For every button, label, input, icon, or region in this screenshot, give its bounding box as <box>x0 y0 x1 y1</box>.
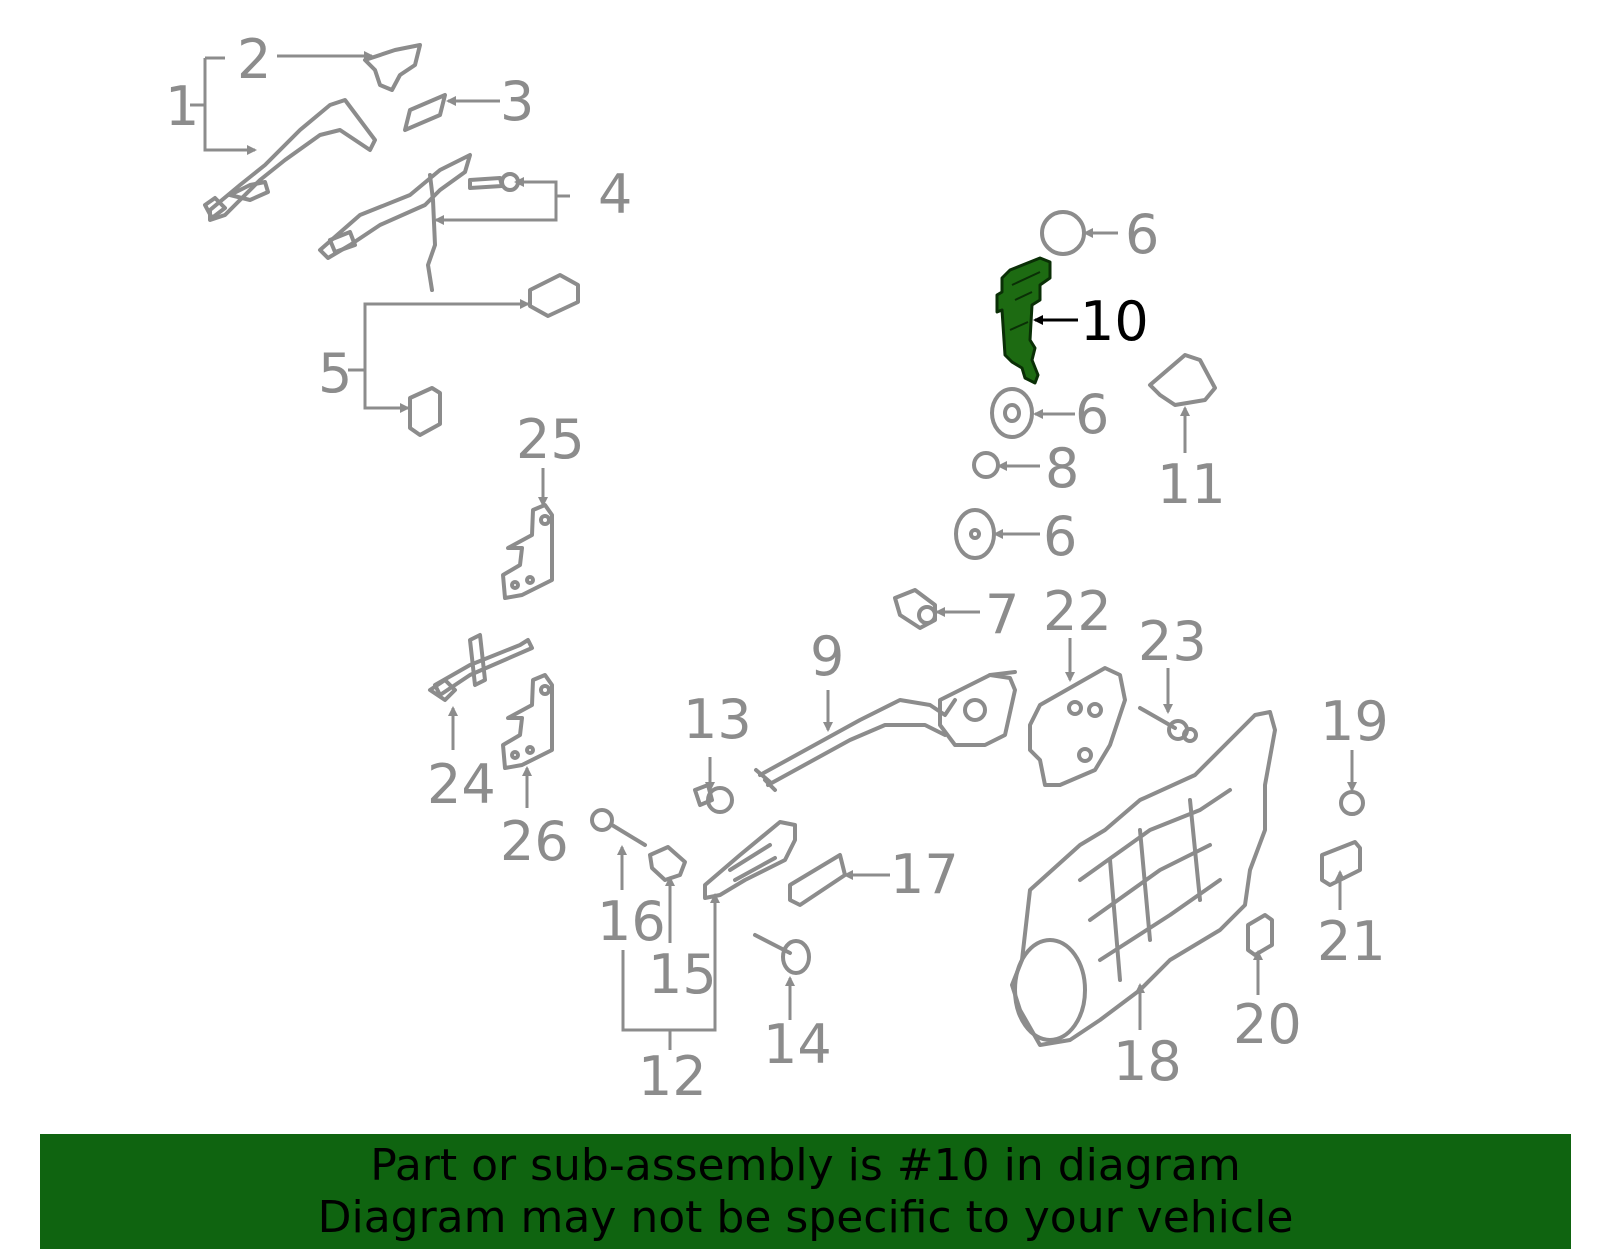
grommet-part-mid <box>990 387 1034 439</box>
callout-22: 22 <box>1043 580 1112 643</box>
actuator-part <box>893 588 937 630</box>
clip-part-13 <box>693 783 734 814</box>
inside-handle-part <box>703 820 797 900</box>
callout-labels: 1 2 3 4 5 6 6 6 7 8 9 10 11 12 13 14 15 … <box>165 28 1389 1108</box>
callout-leaders-hinges <box>448 468 548 808</box>
bracket-part-15 <box>648 845 687 882</box>
latch-part <box>938 670 1017 747</box>
door-module-panel-part <box>1010 710 1277 1047</box>
handle-cap-part <box>363 43 422 92</box>
screw-part-14 <box>753 933 811 975</box>
callout-6-low: 6 <box>1043 505 1077 568</box>
lock-cylinder-parts <box>408 273 580 437</box>
callout-20: 20 <box>1233 993 1302 1056</box>
callout-2: 2 <box>237 28 271 91</box>
grommet-part-low <box>954 508 996 560</box>
outer-handle-part <box>203 98 377 222</box>
parts-diagram: 1 2 3 4 5 6 6 6 7 8 9 10 11 12 13 14 15 … <box>165 28 1389 1108</box>
callout-18: 18 <box>1113 1030 1182 1093</box>
callout-15: 15 <box>648 943 717 1006</box>
highlighted-part-10 <box>995 256 1052 385</box>
callout-5: 5 <box>318 342 352 405</box>
gasket-part <box>403 93 447 132</box>
callout-10: 10 <box>1080 290 1149 353</box>
plug-part-21 <box>1320 840 1362 887</box>
callout-16: 16 <box>597 890 666 953</box>
callout-6-mid: 6 <box>1075 383 1109 446</box>
callout-7: 7 <box>985 583 1019 646</box>
callout-leaders-latch <box>823 638 1173 732</box>
plug-part-20 <box>1246 913 1274 957</box>
callout-25: 25 <box>516 408 585 471</box>
callout-21: 21 <box>1317 910 1386 973</box>
callout-6-top: 6 <box>1125 203 1159 266</box>
bolt-part-23 <box>1138 706 1198 743</box>
latch-cover-part <box>1028 666 1127 787</box>
callout-3: 3 <box>500 70 534 133</box>
callout-11: 11 <box>1157 453 1226 516</box>
callout-17: 17 <box>890 843 959 906</box>
cable-part <box>754 698 957 792</box>
grommet-part-top <box>1040 210 1086 256</box>
callout-24: 24 <box>427 753 496 816</box>
upper-hinge-part <box>501 503 554 600</box>
trim-part-17 <box>788 853 847 907</box>
screw-part <box>468 172 520 192</box>
callout-14: 14 <box>763 1013 832 1076</box>
callout-12: 12 <box>638 1045 707 1108</box>
callout-leaders-top-left <box>190 51 570 413</box>
callout-8: 8 <box>1045 437 1079 500</box>
banner-line-2: Diagram may not be specific to your vehi… <box>317 1192 1294 1243</box>
banner-line-1: Part or sub-assembly is #10 in diagram <box>370 1140 1241 1191</box>
clip-part-19 <box>1339 790 1365 816</box>
handle-bracket-part <box>318 153 472 292</box>
lower-hinge-part <box>501 673 554 770</box>
callout-13: 13 <box>683 688 752 751</box>
callout-leaders-right-mid <box>935 228 1190 617</box>
info-banner: Part or sub-assembly is #10 in diagram D… <box>40 1134 1571 1249</box>
bolt-part-16 <box>590 808 647 847</box>
callout-leaders-inside-handle <box>617 757 890 1050</box>
callout-leaders-panel <box>1135 750 1357 1030</box>
callout-23: 23 <box>1138 610 1207 673</box>
bushing-part <box>972 451 1000 479</box>
callout-19: 19 <box>1320 690 1389 753</box>
callout-26: 26 <box>500 810 569 873</box>
callout-1: 1 <box>165 75 199 138</box>
callout-9: 9 <box>810 625 844 688</box>
door-check-part <box>428 633 534 702</box>
callout-4: 4 <box>598 163 632 226</box>
shield-part <box>1148 353 1217 407</box>
